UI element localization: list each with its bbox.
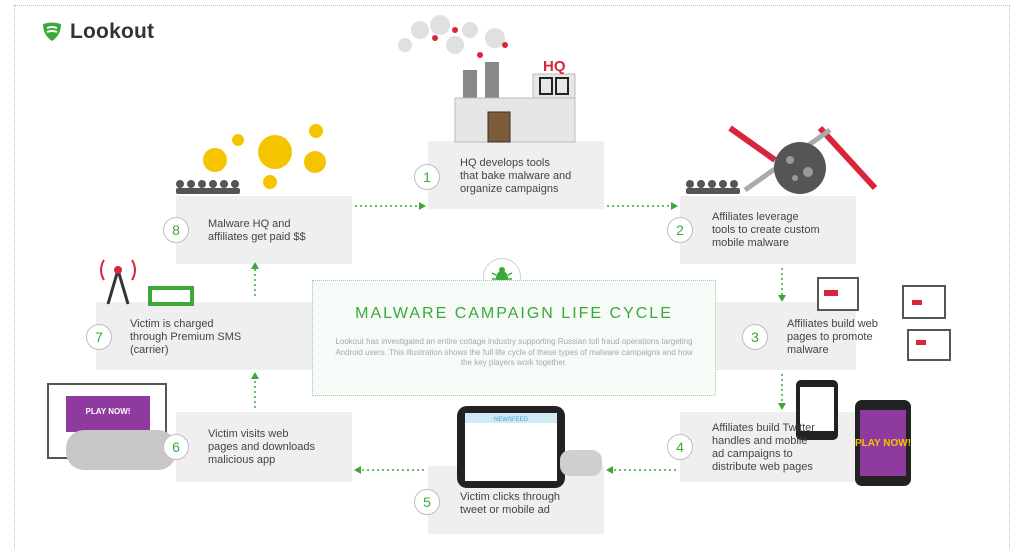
browser-illustration xyxy=(47,383,176,470)
step-box-1 xyxy=(428,141,604,209)
step-number-2: 2 xyxy=(667,217,693,243)
step-box-7 xyxy=(96,302,352,370)
browser-ad-text: PLAY NOW! xyxy=(86,407,131,416)
step-text-7: Victim is charged through Premium SMS (c… xyxy=(130,318,242,356)
lookout-shield-icon xyxy=(43,22,61,41)
step-text-1: HQ develops tools that bake malware and … xyxy=(460,157,572,195)
phone-ad-text: PLAY NOW! xyxy=(855,438,911,449)
hq-factory-illustration xyxy=(398,15,576,143)
step-number-3: 3 xyxy=(742,324,768,350)
newsfeed-label: NEWSFEED xyxy=(494,417,529,423)
center-panel: MALWARE CAMPAIGN LIFE CYCLE Lookout has … xyxy=(312,280,716,396)
step-number-6: 6 xyxy=(163,434,189,460)
step-box-8 xyxy=(176,196,352,264)
step-number-4: 4 xyxy=(667,434,693,460)
hq-sign: HQ xyxy=(543,58,566,75)
step-text-8: Malware HQ and affiliates get paid $$ xyxy=(208,218,306,243)
step-text-5: Victim clicks through tweet or mobile ad xyxy=(460,491,561,516)
step-number-5: 5 xyxy=(414,489,440,515)
brand-name: Lookout xyxy=(70,20,155,43)
people-illustration-left xyxy=(176,180,240,194)
step-box-6 xyxy=(176,412,352,482)
phones-illustration xyxy=(796,380,911,486)
phone-newsfeed-illustration xyxy=(457,406,602,488)
coins-illustration xyxy=(203,124,326,189)
step-text-2: Affiliates leverage tools to create cust… xyxy=(712,211,820,249)
diagram-description: Lookout has investigated an entire cotta… xyxy=(335,337,693,367)
step-text-4: Affiliates build Twitter handles and mob… xyxy=(712,422,815,473)
people-illustration-right xyxy=(686,180,740,194)
tower-cash-illustration xyxy=(100,259,194,306)
step-number-1: 1 xyxy=(414,164,440,190)
infographic-frame xyxy=(14,5,1010,549)
step-box-2 xyxy=(680,196,856,264)
step-number-8: 8 xyxy=(163,217,189,243)
diagram-title: MALWARE CAMPAIGN LIFE CYCLE xyxy=(355,305,673,322)
step-number-7: 7 xyxy=(86,324,112,350)
lookout-logo: Lookout xyxy=(40,20,154,44)
tools-bug-illustration xyxy=(728,125,878,194)
step-text-6: Victim visits web pages and downloads ma… xyxy=(208,428,316,466)
step-text-3: Affiliates build web pages to promote ma… xyxy=(787,318,878,356)
